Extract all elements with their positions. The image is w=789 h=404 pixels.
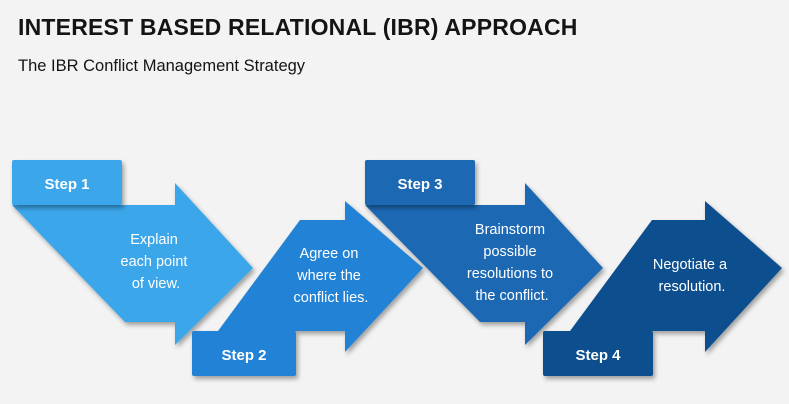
- step-1: Step 1 Explain each point of view.: [12, 160, 253, 345]
- step-2-line-3: conflict lies.: [294, 290, 369, 306]
- step-3-tab: [365, 160, 475, 205]
- page-subtitle: The IBR Conflict Management Strategy: [18, 57, 306, 75]
- step-1-tab: [12, 160, 122, 205]
- step-2-arrow-body: [218, 201, 423, 352]
- step-4-arrow-body: [570, 201, 782, 352]
- step-3-line-3: resolutions to: [467, 266, 553, 282]
- step-3-text: Brainstorm possible resolutions to the c…: [467, 222, 557, 304]
- step-1-label: Step 1: [44, 176, 89, 193]
- step-3-label: Step 3: [397, 176, 442, 193]
- step-1-line-1: Explain: [130, 232, 178, 248]
- step-3-arrow-body: [365, 183, 603, 345]
- step-2-line-1: Agree on: [300, 246, 359, 262]
- step-3-line-4: the conflict.: [475, 288, 548, 304]
- step-2-line-2: where the: [296, 268, 361, 284]
- step-3-line-2: possible: [483, 244, 536, 260]
- step-2: Step 2 Agree on where the conflict lies.: [192, 201, 423, 376]
- step-1-line-2: each point: [121, 254, 188, 270]
- step-2-text: Agree on where the conflict lies.: [294, 246, 369, 306]
- step-3-line-1: Brainstorm: [475, 222, 545, 238]
- step-2-label: Step 2: [221, 347, 266, 364]
- step-4-text: Negotiate a resolution.: [653, 257, 731, 295]
- page-title: INTEREST BASED RELATIONAL (IBR) APPROACH: [18, 14, 578, 40]
- step-1-arrow-body: [12, 183, 253, 345]
- step-4-tab: [543, 331, 653, 376]
- step-1-line-3: of view.: [132, 276, 180, 292]
- step-4: Step 4 Negotiate a resolution.: [543, 201, 782, 376]
- step-4-line-1: Negotiate a: [653, 257, 728, 273]
- step-3: Step 3 Brainstorm possible resolutions t…: [365, 160, 603, 345]
- step-2-tab: [192, 331, 296, 376]
- step-4-label: Step 4: [575, 347, 621, 364]
- step-1-text: Explain each point of view.: [121, 232, 192, 292]
- step-4-line-2: resolution.: [659, 279, 726, 295]
